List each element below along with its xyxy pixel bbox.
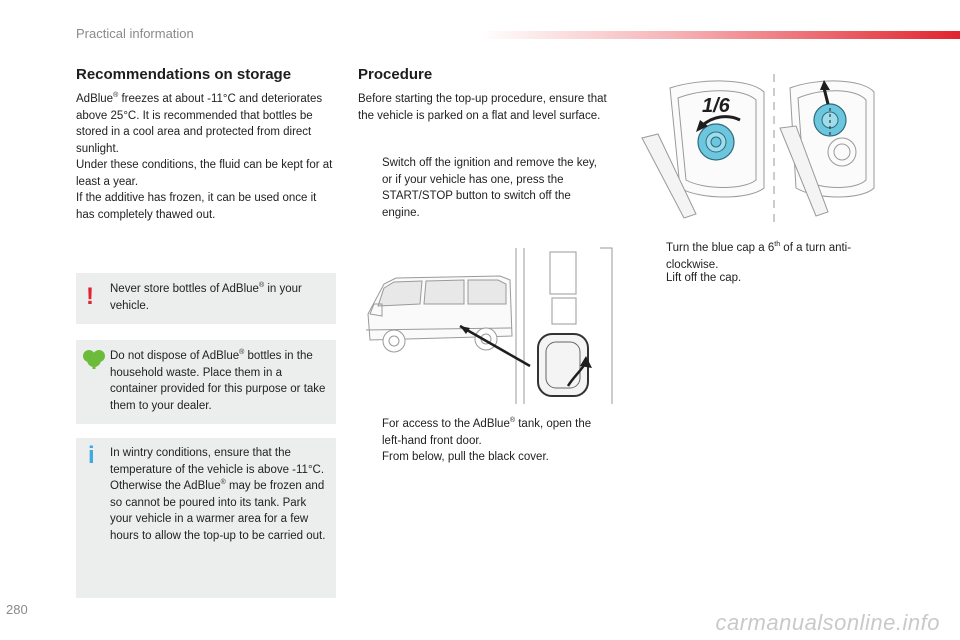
watermark: carmanualsonline.info <box>715 610 940 635</box>
step-turn-cap-text: Turn the blue cap a 6th of a turn anti-c… <box>666 240 872 273</box>
environment-text-end: bottles in the household waste. Place th… <box>110 350 326 412</box>
environment-note: Do not dispose of AdBlue® bottles in the… <box>76 340 336 424</box>
registered-mark: ® <box>113 92 119 100</box>
header-accent-bar <box>480 31 960 39</box>
warning-icon: ! <box>86 283 94 310</box>
step-open-door-end: tank, open the left-hand front door. <box>382 418 592 447</box>
step-turn-cap: Turn the blue cap a 6th of a turn anti-c… <box>642 240 872 273</box>
storage-heading: Recommendations on storage <box>76 66 292 83</box>
storage-paragraph-2: Under these conditions, the fluid can be… <box>76 159 333 188</box>
registered-mark: ® <box>509 417 516 425</box>
step-turn-cap-end: of a turn anti-clockwise. <box>666 242 852 271</box>
procedure-intro: Before starting the top-up procedure, en… <box>358 93 607 122</box>
info-icon: i <box>88 442 95 469</box>
storage-p1-end: freezes at about -11°C and deteriorates … <box>76 93 323 155</box>
step-lift-cap: Lift off the cap. <box>642 270 872 287</box>
warning-text-start: Never store bottles of AdBlue <box>110 283 259 295</box>
info-note: i In wintry conditions, ensure that the … <box>76 438 336 598</box>
environment-text: Do not dispose of AdBlue® bottles in the… <box>110 348 330 414</box>
step-pull-cover-text: From below, pull the black cover. <box>382 451 549 463</box>
tree-icon <box>83 350 105 369</box>
environment-text-start: Do not dispose of AdBlue <box>110 350 240 362</box>
info-text-start: In wintry conditions, ensure that the te… <box>110 447 325 492</box>
step-open-door: For access to the AdBlue® tank, open the… <box>358 416 608 449</box>
step-lift-cap-text: Lift off the cap. <box>666 272 742 284</box>
ordinal-suffix: th <box>774 241 781 249</box>
section-title: Practical information <box>76 26 194 41</box>
step-open-door-text: For access to the AdBlue® tank, open the… <box>382 416 608 449</box>
storage-paragraph-1: AdBlue® freezes at about -11°C and deter… <box>76 91 338 157</box>
warning-text: Never store bottles of AdBlue® in your v… <box>110 281 330 314</box>
storage-p1-start: AdBlue <box>76 93 114 105</box>
info-text-end: may be frozen and so cannot be poured in… <box>110 480 326 542</box>
fraction-label: 1/6 <box>702 95 731 117</box>
cap-illustration: 1/6 <box>641 74 875 228</box>
step-switch-off-text: Switch off the ignition and remove the k… <box>382 157 598 219</box>
warning-text-end: in your vehicle. <box>110 283 302 312</box>
step-turn-cap-start: Turn the blue cap a 6 <box>666 242 775 254</box>
step-open-door-start: For access to the AdBlue <box>382 418 510 430</box>
step-switch-off: Switch off the ignition and remove the k… <box>358 155 603 221</box>
registered-mark: ® <box>220 479 226 487</box>
info-text: In wintry conditions, ensure that the te… <box>110 445 330 544</box>
registered-mark: ® <box>239 349 245 357</box>
storage-text: AdBlue® freezes at about -11°C and deter… <box>76 91 338 223</box>
page-number: 280 <box>6 602 28 617</box>
storage-paragraph-3: If the additive has frozen, it can be us… <box>76 192 317 221</box>
procedure-heading: Procedure <box>358 66 433 83</box>
registered-mark: ® <box>258 282 265 290</box>
step-pull-cover: From below, pull the black cover. <box>358 449 608 466</box>
warning-note: ! Never store bottles of AdBlue® in your… <box>76 273 336 324</box>
van-door-illustration <box>365 247 613 404</box>
